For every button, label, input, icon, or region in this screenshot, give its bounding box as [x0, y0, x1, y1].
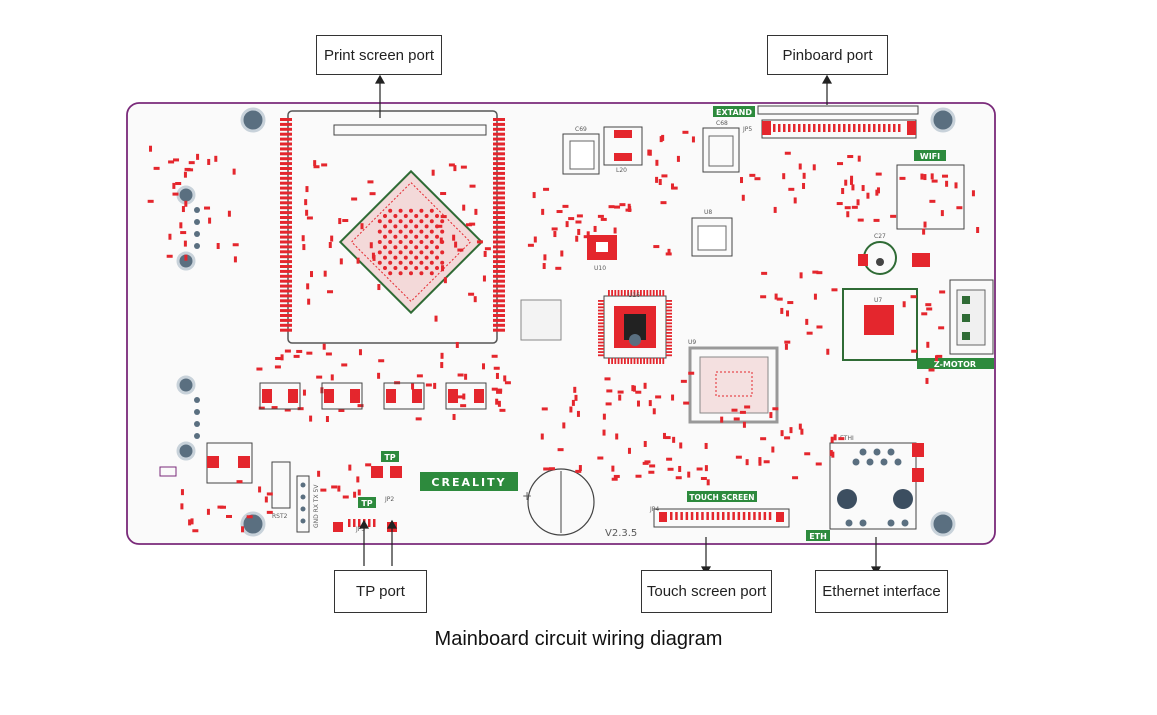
chip-u9	[688, 346, 779, 424]
uart-header	[296, 475, 310, 533]
svg-text:JP4: JP4	[649, 506, 659, 513]
touch-screen-port-callout: Touch screen port	[641, 570, 772, 613]
board-version: V2.3.5	[605, 528, 637, 539]
chip-u8	[691, 217, 733, 257]
pinboard-port-callout: Pinboard port	[767, 35, 888, 75]
ethernet-jack	[829, 442, 924, 530]
print-screen-right-pins	[493, 118, 505, 332]
svg-text:JP3: JP3	[355, 526, 365, 533]
wifi-module	[896, 164, 965, 230]
svg-text:JP5: JP5	[742, 126, 752, 133]
z-motor-connector	[949, 279, 994, 355]
rtc-battery	[858, 241, 930, 275]
svg-text:+: +	[522, 489, 532, 503]
svg-text:TP: TP	[384, 453, 395, 462]
svg-text:U7: U7	[874, 297, 882, 304]
chip-u7	[842, 288, 918, 361]
print-screen-left-pins	[280, 118, 292, 332]
svg-text:L20: L20	[616, 167, 627, 174]
svg-text:ETHI: ETHI	[840, 435, 854, 442]
tp-port-callout: TP port	[334, 570, 427, 613]
mounting-holes	[176, 107, 956, 537]
svg-text:U16: U16	[628, 292, 640, 299]
inductor-l20	[603, 126, 643, 166]
svg-text:U8: U8	[704, 209, 712, 216]
chip-u10	[587, 235, 617, 260]
svg-text:WIFI: WIFI	[920, 152, 940, 161]
svg-text:Z-MOTOR: Z-MOTOR	[934, 360, 976, 369]
print-screen-port-callout: Print screen port	[316, 35, 442, 75]
label-tp-2: TP	[358, 497, 376, 508]
label-wifi: WIFI	[914, 150, 946, 161]
label-extand: EXTAND	[713, 106, 755, 117]
svg-text:ETH: ETH	[809, 532, 827, 541]
inductor-l4	[206, 442, 253, 484]
label-tp: TP	[381, 451, 399, 462]
buzzer: +	[522, 468, 595, 536]
creality-logo: CREALITY	[420, 472, 518, 491]
pinboard-connector	[757, 105, 919, 139]
svg-text:EXTAND: EXTAND	[716, 108, 752, 117]
label-z-motor: Z-MOTOR	[917, 358, 994, 369]
svg-text:TP: TP	[361, 499, 372, 508]
ethernet-interface-callout: Ethernet interface	[815, 570, 948, 613]
svg-text:C27: C27	[874, 233, 886, 240]
inductor-c68	[702, 127, 740, 173]
label-touch-screen: TOUCH SCREEN	[687, 491, 757, 502]
inductor-c69	[562, 133, 600, 175]
svg-text:GND RX TX 5V: GND RX TX 5V	[313, 484, 320, 528]
svg-text:CREALITY: CREALITY	[431, 476, 506, 489]
svg-text:JP2: JP2	[384, 496, 394, 503]
svg-text:C68: C68	[716, 120, 728, 127]
label-eth: ETH	[806, 530, 830, 541]
svg-text:U10: U10	[594, 265, 606, 272]
svg-text:U9: U9	[688, 339, 696, 346]
diagram-caption: Mainboard circuit wiring diagram	[434, 628, 723, 650]
touch-screen-connector	[653, 508, 790, 528]
svg-text:RST2: RST2	[272, 513, 288, 520]
svg-text:TOUCH SCREEN: TOUCH SCREEN	[689, 493, 754, 502]
svg-text:C69: C69	[575, 126, 587, 133]
